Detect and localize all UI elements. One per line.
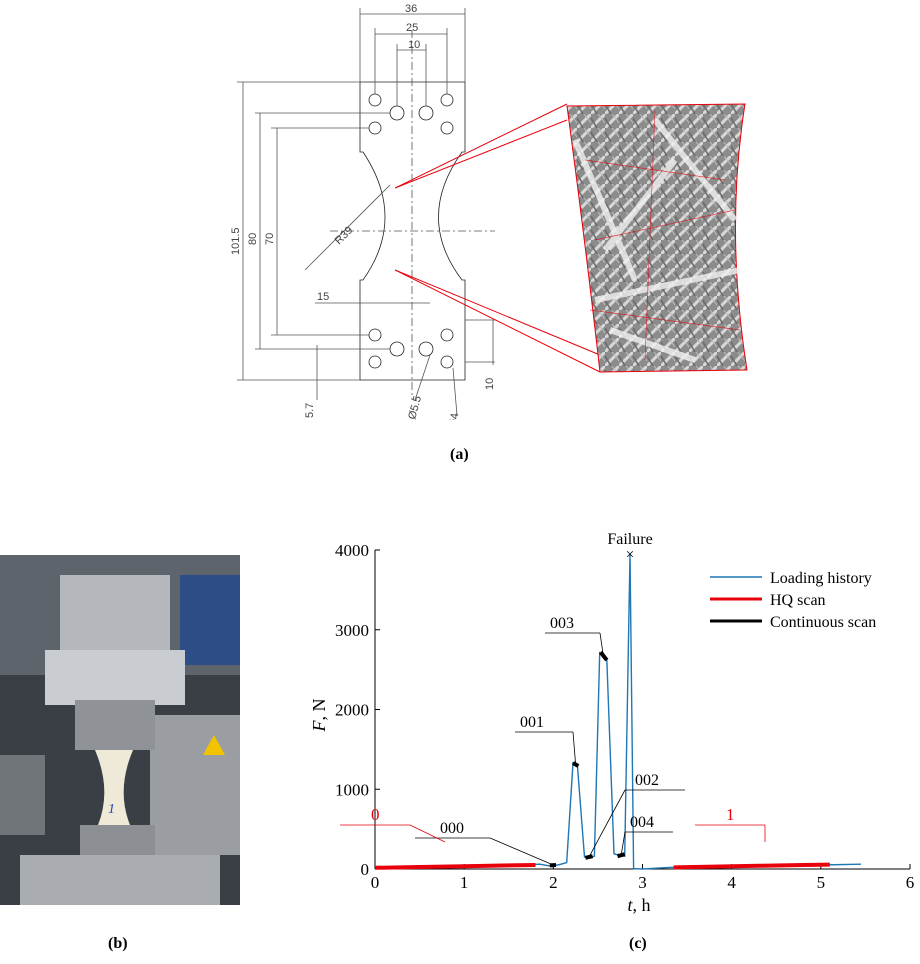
scan-label-001: 001 [520, 714, 544, 731]
failure-marker: × [626, 547, 634, 563]
y-axis-label: F, N [309, 699, 329, 733]
scan-label-000: 000 [440, 820, 464, 837]
series-continuous-scan [599, 650, 609, 662]
dim-101-5: 101.5 [230, 227, 242, 255]
x-tick-label: 6 [906, 873, 915, 892]
y-tick-label: 4000 [335, 541, 369, 560]
specimen-marker: 1 [108, 802, 115, 817]
dim-70: 70 [264, 233, 276, 245]
x-axis-label: t, h [628, 895, 651, 915]
x-tick-label: 5 [817, 873, 826, 892]
x-tick-label: 2 [549, 873, 558, 892]
ct-zoom-rendering [395, 103, 748, 373]
scan-label-003: 003 [550, 615, 574, 632]
series-hq-scan [673, 862, 830, 870]
hq-label-leader [409, 824, 446, 843]
legend-item: Loading history [770, 570, 872, 587]
y-tick-label: 1000 [335, 780, 369, 799]
test-rig-photo: 1 [0, 555, 240, 905]
x-tick-label: 4 [727, 873, 736, 892]
specimen-drawing: 36 25 10 101.5 80 70 R39 15 5.7 10 Ø5.5 … [230, 3, 495, 420]
scan-label-004: 004 [630, 814, 654, 831]
scan-label-002: 002 [635, 772, 659, 789]
series-hq-scan [374, 863, 536, 870]
y-tick-label: 2000 [335, 701, 369, 720]
hq-label-0: 0 [371, 805, 380, 824]
dim-25: 25 [406, 22, 418, 34]
scan-label-leader [599, 632, 604, 656]
dim-80: 80 [247, 233, 259, 245]
dim-10: 10 [408, 39, 420, 51]
dim-36: 36 [405, 3, 417, 15]
y-tick-label: 0 [361, 860, 370, 879]
legend-item: Continuous scan [770, 614, 876, 631]
scan-label-leader [489, 837, 554, 866]
x-tick-label: 1 [460, 873, 469, 892]
hq-label-1: 1 [726, 805, 735, 824]
failure-label: Failure [607, 531, 652, 548]
dim-hole-5-5: Ø5.5 [406, 395, 424, 420]
legend-item: HQ scan [770, 592, 826, 609]
scan-label-leader [620, 831, 626, 856]
series-loading-history [374, 553, 862, 870]
caption-a: (a) [450, 446, 469, 463]
scan-label-leader [588, 789, 626, 858]
dim-5-7: 5.7 [304, 403, 316, 418]
ct-volume [566, 103, 748, 373]
dim-10-lower: 10 [484, 378, 495, 390]
dim-r39: R39 [333, 224, 356, 247]
caption-c: (c) [629, 935, 647, 952]
x-tick-label: 3 [638, 873, 647, 892]
scan-label-leader [572, 731, 577, 765]
y-tick-label: 3000 [335, 621, 369, 640]
dim-15: 15 [317, 291, 329, 303]
dim-hole-4: Ø4 [448, 413, 461, 420]
x-tick-label: 0 [371, 873, 380, 892]
caption-b: (b) [108, 935, 128, 952]
